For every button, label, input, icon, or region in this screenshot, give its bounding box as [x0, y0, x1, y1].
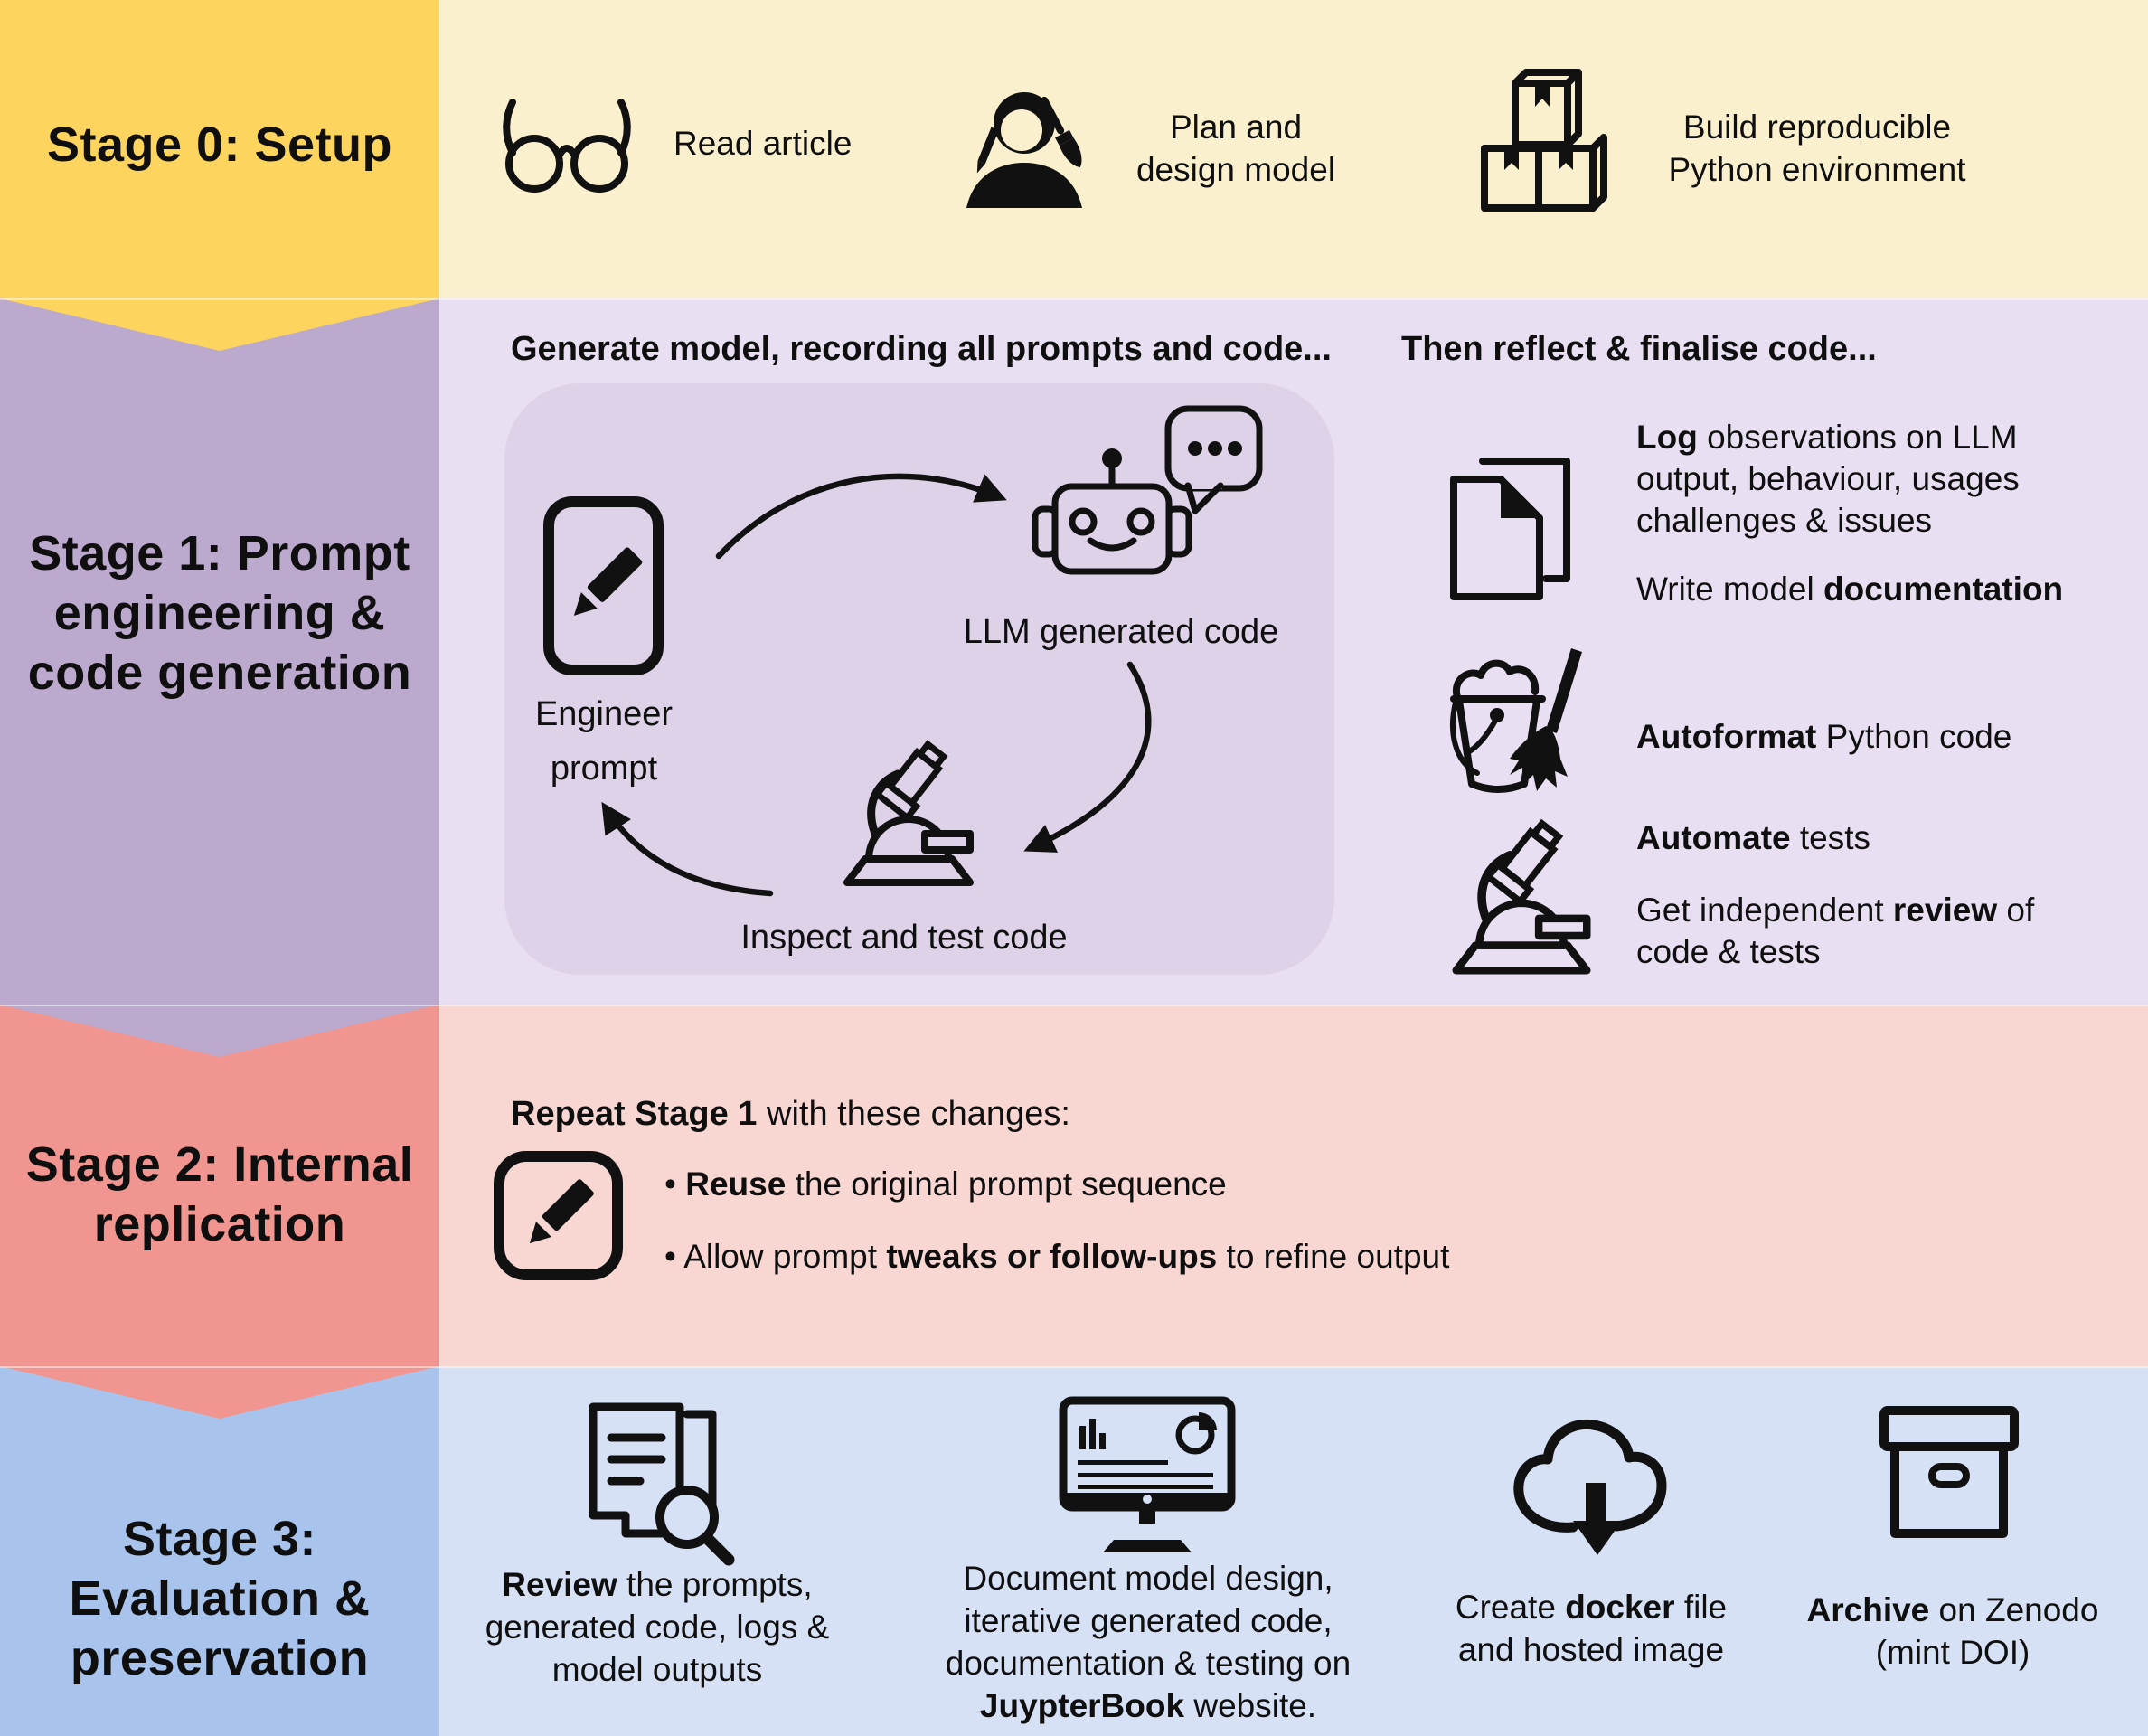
stacked-boxes-icon: [1481, 69, 1607, 212]
speech-bubble-icon: [1164, 405, 1263, 514]
stage2-bullet-tweaks: • Allow prompt tweaks or follow-ups to r…: [664, 1238, 1450, 1275]
stage2-bullet-reuse: • Reuse the original prompt sequence: [664, 1165, 1227, 1203]
bucket-broom-icon: [1450, 648, 1582, 793]
stage2-right-panel: [439, 1005, 2148, 1366]
archive-box-icon: [1880, 1406, 2019, 1538]
designer-person-icon: [966, 92, 1082, 208]
divider: [0, 298, 2148, 300]
llm-generated-code-label: LLM generated code: [963, 613, 1279, 651]
docker-caption: Create docker file and hosted image: [1455, 1589, 1728, 1668]
stage0-band: [0, 0, 2148, 298]
robot-icon: [1032, 405, 1263, 575]
pencil-pad-icon: [494, 1151, 623, 1280]
stage1-right-header: Then reflect & finalise code...: [1401, 330, 1877, 368]
stage1-left-column: [0, 298, 439, 1005]
stage2-band: [0, 1005, 2148, 1366]
automate-tests-text: Automate tests: [1636, 819, 1871, 856]
jupyterbook-caption: Document model design, iterative generat…: [945, 1560, 1352, 1724]
divider: [0, 1005, 2148, 1006]
divider: [0, 1366, 2148, 1368]
read-article-label: Read article: [674, 125, 853, 162]
stage2-header: Repeat Stage 1 with these changes:: [511, 1095, 1070, 1133]
monitor-chart-icon: [1059, 1396, 1236, 1552]
stage0-right-panel: [439, 0, 2148, 298]
independent-review-text: Get independent review of code & tests: [1636, 892, 2035, 970]
pencil-pad-icon: [543, 496, 664, 675]
cloud-download-icon: [1513, 1419, 1667, 1555]
autoformat-text: Autoformat Python code: [1636, 718, 2012, 755]
stage2-left-column: [0, 1005, 439, 1366]
cycle-arrows: [601, 473, 1152, 897]
stage3-label: Stage 3:Evaluation &preservation: [69, 1512, 371, 1685]
microscope-icon: [1452, 818, 1591, 975]
documents-copy-icon: [1450, 458, 1570, 600]
stage1-left-header: Generate model, recording all prompts an…: [511, 330, 1332, 368]
document-search-icon: [589, 1402, 735, 1566]
write-documentation-text: Write model documentation: [1636, 571, 2064, 608]
microscope-icon: [843, 740, 974, 886]
stage0-left-column: [0, 0, 439, 298]
archive-caption: Archive on Zenodo (mint DOI): [1806, 1591, 2099, 1671]
stage0-label: Stage 0: Setup: [46, 118, 393, 172]
log-observations-text: Log observations on LLM output, behaviou…: [1636, 419, 2020, 539]
stage3-left-column: [0, 1366, 439, 1736]
review-outputs-caption: Review the prompts, generated code, logs…: [485, 1566, 830, 1688]
inspect-test-label: Inspect and test code: [740, 919, 1068, 957]
glasses-icon: [503, 99, 631, 193]
